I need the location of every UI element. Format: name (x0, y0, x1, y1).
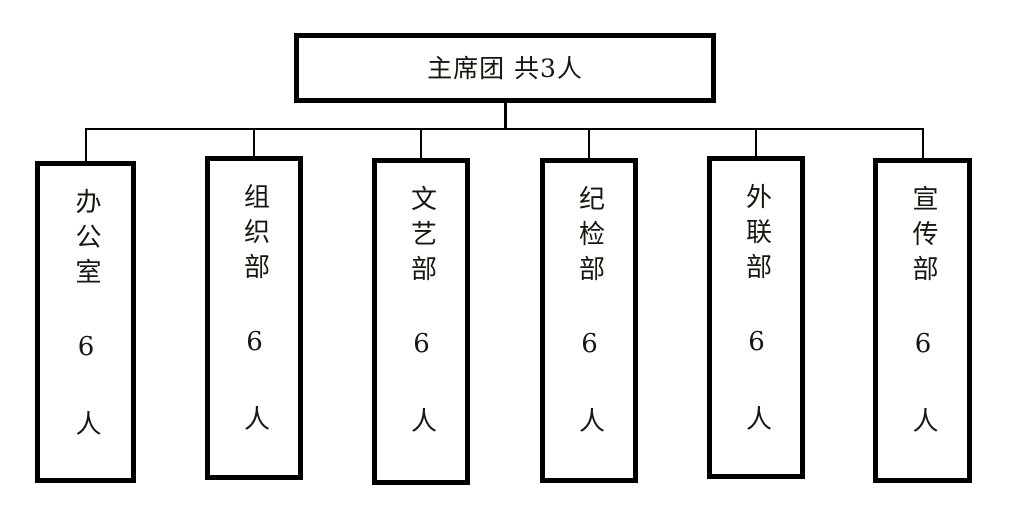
connector-drop-6 (922, 128, 924, 158)
org-node-root[interactable]: 主席团 共3人 (294, 33, 716, 103)
org-node-department-3-label: 文艺部 6 人 (406, 185, 437, 442)
org-node-root-label: 主席团 共3人 (427, 53, 583, 83)
connector-root-stem (504, 103, 507, 130)
org-node-department-4[interactable]: 纪检部 6 人 (540, 158, 638, 483)
connector-drop-4 (588, 128, 590, 158)
org-node-department-3[interactable]: 文艺部 6 人 (372, 158, 470, 485)
org-node-department-5-label: 外联部 6 人 (741, 183, 772, 440)
connector-drop-3 (420, 128, 422, 158)
connector-horizontal-bus (86, 128, 924, 130)
connector-drop-5 (755, 128, 757, 156)
org-node-department-2[interactable]: 组织部 6 人 (205, 156, 303, 480)
connector-drop-2 (253, 128, 255, 156)
org-node-department-6[interactable]: 宣传部 6 人 (873, 158, 972, 483)
org-node-department-1-label: 办公室 6 人 (71, 188, 102, 445)
org-node-department-5[interactable]: 外联部 6 人 (707, 156, 805, 479)
connector-drop-1 (85, 128, 87, 161)
org-node-department-2-label: 组织部 6 人 (239, 183, 270, 440)
org-node-department-1[interactable]: 办公室 6 人 (35, 161, 136, 483)
org-node-department-6-label: 宣传部 6 人 (908, 185, 939, 442)
org-node-department-4-label: 纪检部 6 人 (574, 185, 605, 442)
